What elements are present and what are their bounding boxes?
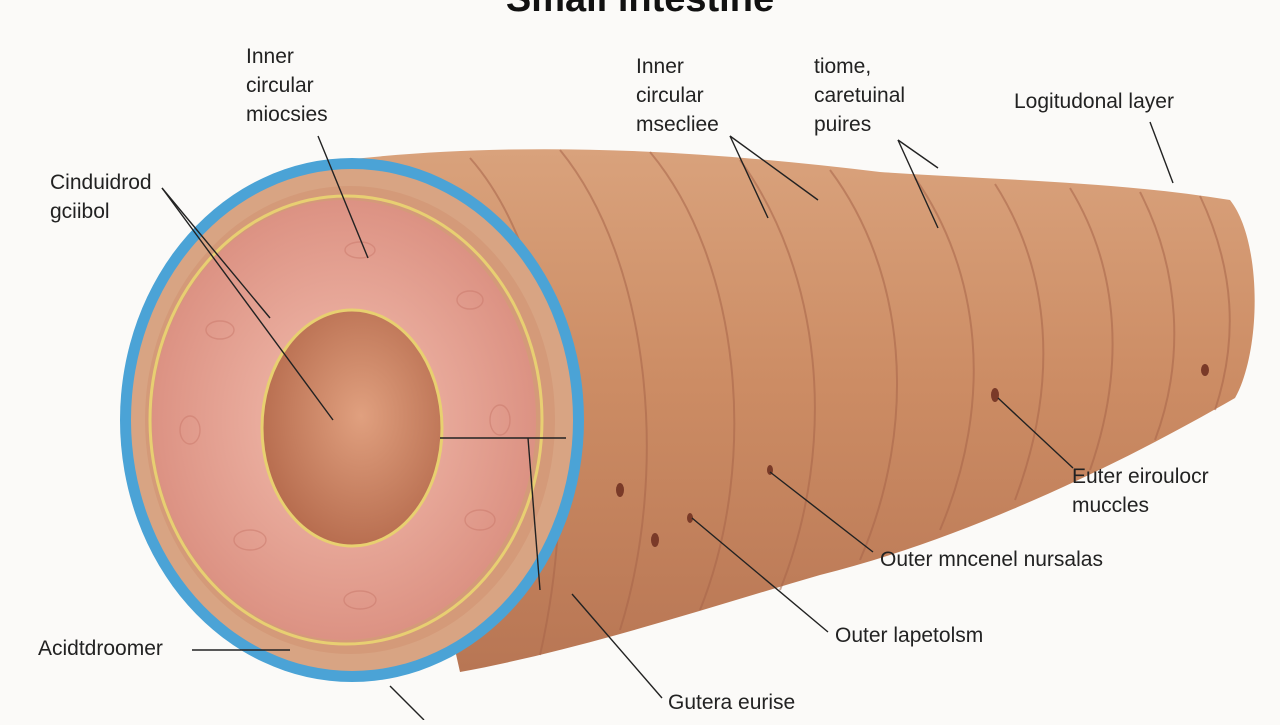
label-outer-circular-muscles: Euter eiroulocr muccles	[1072, 465, 1209, 517]
label-circular-gland: Cinduidrod gciibol	[50, 171, 152, 223]
label-adventitia: Acidtdroomer	[38, 637, 163, 660]
leader-lines	[161, 121, 1174, 721]
label-gutera-eurise: Gutera eurise	[668, 691, 796, 714]
circular-folds	[469, 149, 1231, 656]
label-caretuinal-puires: tiome, caretuinal puires	[814, 55, 906, 136]
label-inner-circular-muscles-mid: Inner circular msecliee	[636, 55, 719, 136]
tissue-pits	[616, 364, 1209, 547]
label-outer-mucosal-muscles: Outer mncenel nursalas	[880, 548, 1103, 571]
label-inner-circular-muscles-left: Inner circular miocsies	[246, 45, 328, 126]
lumen	[262, 310, 442, 546]
diagram-title: Small intestine	[0, 0, 1280, 21]
intestine-tube-body	[345, 149, 1255, 672]
label-outer-kapetolsm: Outer lapetolsm	[835, 624, 984, 647]
label-longitudinal-layer: Logitudonal layer	[1014, 90, 1174, 113]
mucosa-texture	[179, 241, 511, 610]
